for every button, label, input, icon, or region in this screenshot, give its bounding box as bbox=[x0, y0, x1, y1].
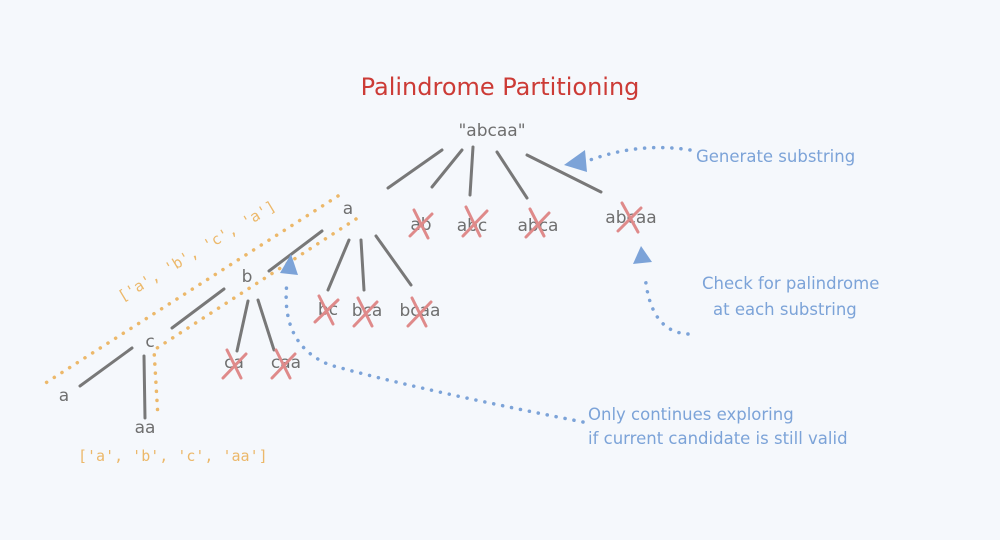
generate-arrowhead-icon bbox=[564, 150, 587, 172]
cross-mark bbox=[225, 348, 243, 380]
cross-mark bbox=[410, 296, 428, 328]
invalid-node-caa: caa bbox=[270, 348, 301, 380]
edge-b-caa bbox=[256, 298, 276, 352]
annotation-continue-line2: if current candidate is still valid bbox=[588, 429, 848, 448]
invalid-node-abc: abc bbox=[457, 205, 489, 238]
diagram-title: Palindrome Partitioning bbox=[361, 73, 640, 101]
edge-c-a bbox=[78, 346, 134, 388]
edge-a-bc bbox=[326, 238, 351, 292]
a-edges bbox=[267, 229, 413, 292]
annotation-generate: Generate substring bbox=[696, 147, 855, 166]
cross-mark bbox=[221, 352, 248, 380]
edge-root-abcaa bbox=[525, 153, 603, 194]
result-path-2: ['a', 'b', 'c', 'aa'] bbox=[78, 447, 268, 465]
valid-path-upper-line bbox=[42, 194, 340, 386]
edge-root-ab bbox=[430, 148, 464, 189]
continue-arrowhead-icon bbox=[280, 254, 298, 275]
cross-mark bbox=[461, 209, 489, 238]
edge-b-ca bbox=[235, 299, 250, 353]
b-edges bbox=[170, 287, 276, 353]
edge-c-aa bbox=[142, 354, 147, 420]
edge-root-a bbox=[386, 148, 444, 190]
edge-b-c bbox=[170, 287, 226, 330]
invalid-node-ab: ab bbox=[408, 208, 434, 240]
node-a-level1: a bbox=[343, 199, 353, 219]
cross-mark bbox=[464, 205, 482, 238]
check-arrowhead-icon bbox=[633, 246, 652, 264]
node-b-level2: b bbox=[242, 267, 253, 287]
invalid-node-ca: ca bbox=[221, 348, 248, 380]
check-arrow-line bbox=[643, 273, 690, 336]
continue-arrow-line bbox=[284, 280, 585, 424]
invalid-node-bc: bc bbox=[313, 294, 340, 326]
cross-mark bbox=[352, 300, 379, 328]
cross-mark bbox=[313, 298, 340, 324]
cross-mark bbox=[616, 206, 643, 233]
node-c-level3: c bbox=[145, 332, 154, 352]
cross-mark bbox=[408, 212, 434, 238]
cross-mark bbox=[274, 348, 292, 380]
root-edges bbox=[386, 145, 603, 200]
c-edges bbox=[78, 346, 147, 420]
edge-a-bcaa bbox=[374, 234, 413, 287]
invalid-node-bcaa: bcaa bbox=[400, 296, 440, 328]
node-aa-level4: aa bbox=[135, 418, 156, 438]
edge-root-abc bbox=[468, 145, 475, 197]
edge-root-abca bbox=[495, 150, 529, 200]
annotation-check-line2: at each substring bbox=[713, 300, 857, 319]
cross-mark bbox=[406, 300, 433, 328]
annotation-continue-line1: Only continues exploring bbox=[588, 405, 794, 424]
annotation-check-line1: Check for palindrome bbox=[702, 274, 879, 293]
edge-a-b bbox=[267, 229, 324, 273]
invalid-node-abcaa: abcaa bbox=[605, 201, 657, 234]
node-a-level4: a bbox=[59, 386, 69, 406]
cross-mark bbox=[528, 207, 546, 238]
cross-mark bbox=[524, 211, 551, 239]
root-node: "abcaa" bbox=[458, 121, 525, 141]
cross-mark bbox=[270, 352, 297, 380]
generate-arrow-line bbox=[588, 145, 692, 162]
invalid-node-abca: abca bbox=[518, 207, 558, 239]
invalid-node-bca: bca bbox=[352, 296, 382, 328]
cross-mark bbox=[356, 296, 374, 328]
edge-a-bca bbox=[359, 238, 366, 292]
